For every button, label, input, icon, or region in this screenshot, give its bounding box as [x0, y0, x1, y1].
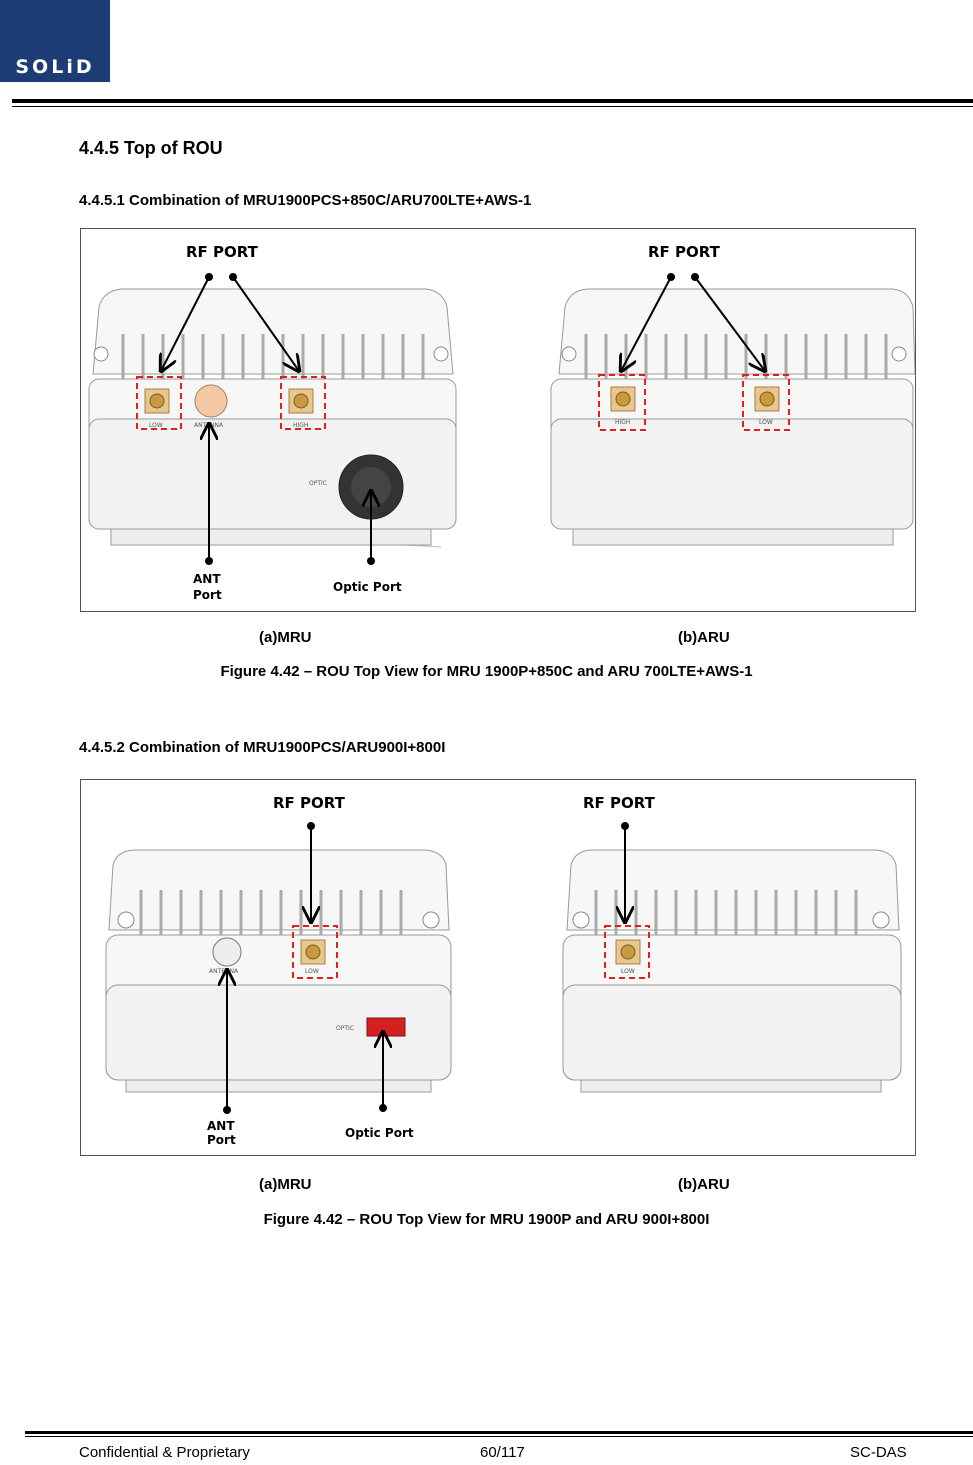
- fig1-rf-port-left: RF PORT: [186, 243, 259, 261]
- fig2-rf-port-left: RF PORT: [273, 794, 346, 812]
- aru2-conn-low: LOW: [621, 968, 635, 975]
- mru1-conn-optic: OPTIC: [309, 480, 327, 487]
- fig2-optic-port: Optic Port: [345, 1126, 414, 1140]
- footer-right: SC-DAS: [850, 1444, 907, 1461]
- fig2-caption-a: (a)MRU: [259, 1176, 312, 1193]
- mru2-conn-low: LOW: [305, 968, 319, 975]
- logo-text: SOLiD: [15, 56, 95, 78]
- figure-1-caption: Figure 4.42 – ROU Top View for MRU 1900P…: [220, 663, 753, 680]
- header-rule: [12, 99, 973, 103]
- section-heading: 4.4.5 Top of ROU: [79, 138, 223, 158]
- figure-1-drawing: LOW ANTENNA HIGH OPTIC RF PORT ANT Port …: [88, 243, 916, 602]
- footer-rule: [25, 1431, 973, 1434]
- fig1-ant-port-1: ANT: [193, 572, 221, 586]
- fig2-caption-b: (b)ARU: [678, 1176, 730, 1193]
- footer-rule-thin: [25, 1436, 973, 1437]
- fig1-rf-port-right: RF PORT: [648, 243, 721, 261]
- fig2-ant-port-2: Port: [207, 1133, 236, 1147]
- mru-unit-2: [105, 849, 452, 1093]
- aru1-conn-low: LOW: [759, 419, 773, 426]
- mru2-conn-optic: OPTIC: [336, 1025, 354, 1032]
- fig1-optic-port: Optic Port: [333, 580, 402, 594]
- aru1-conn-high: HIGH: [615, 419, 630, 426]
- subsection-heading-2: 4.4.5.2 Combination of MRU1900PCS/ARU900…: [79, 739, 446, 756]
- figure-2-caption: Figure 4.42 – ROU Top View for MRU 1900P…: [263, 1211, 710, 1228]
- fig1-ant-port-2: Port: [193, 588, 222, 602]
- figure-1-image: LOW ANTENNA HIGH OPTIC RF PORT ANT Port …: [80, 228, 916, 612]
- figure-2-drawing: ANTENNA LOW OPTIC RF PORT ANT Port Optic…: [105, 794, 902, 1147]
- fig2-ant-port-1: ANT: [207, 1119, 235, 1133]
- fig1-caption-a: (a)MRU: [259, 629, 312, 646]
- fig2-rf-port-right: RF PORT: [583, 794, 656, 812]
- subsection-heading-1: 4.4.5.1 Combination of MRU1900PCS+850C/A…: [79, 192, 532, 209]
- mru-unit-1: [88, 288, 457, 548]
- figure-2-image: ANTENNA LOW OPTIC RF PORT ANT Port Optic…: [80, 779, 916, 1156]
- mru1-conn-high: HIGH: [293, 422, 308, 429]
- footer-left: Confidential & Proprietary: [79, 1444, 250, 1461]
- solid-logo: SOLiD: [0, 0, 110, 82]
- header-rule-thin: [12, 106, 973, 107]
- fig1-caption-b: (b)ARU: [678, 629, 730, 646]
- footer-page-number: 60/117: [480, 1444, 525, 1461]
- mru1-conn-low: LOW: [149, 422, 163, 429]
- aru-unit-2: [562, 849, 902, 1093]
- mru2-conn-antenna: ANTENNA: [209, 968, 239, 975]
